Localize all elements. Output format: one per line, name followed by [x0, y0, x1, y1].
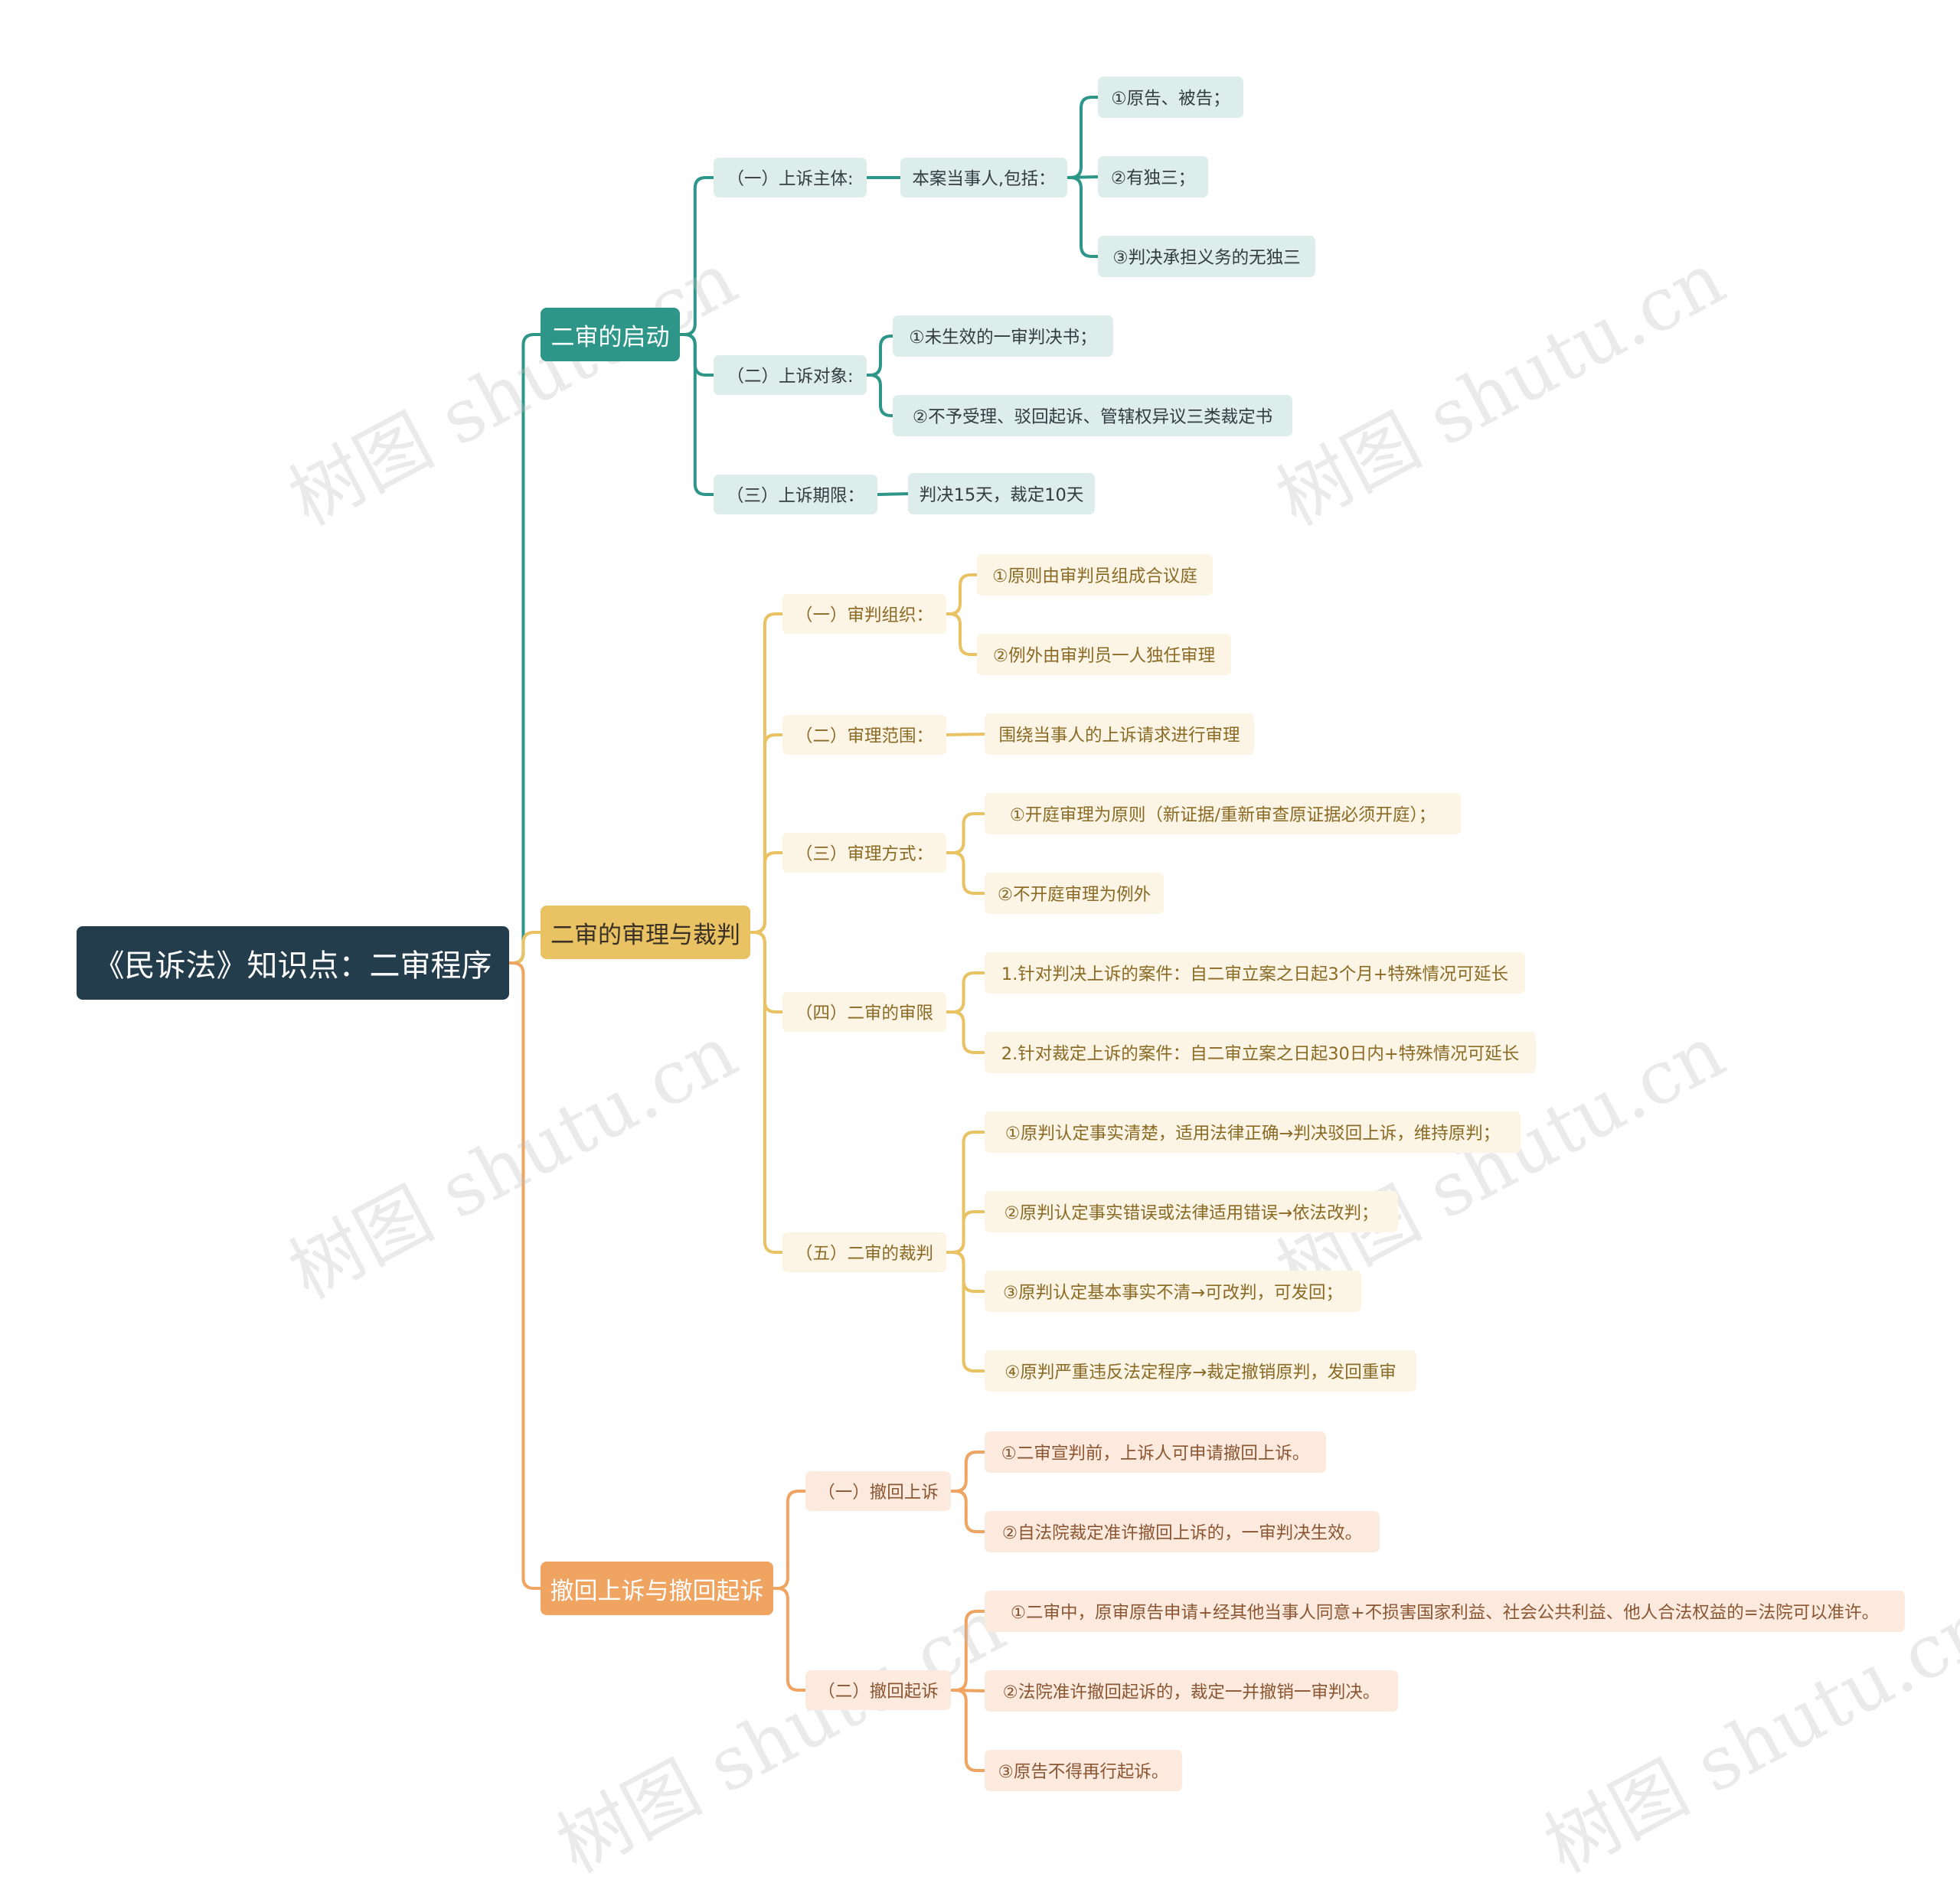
connector-line	[1067, 96, 1098, 179]
subtopic-appeal-period[interactable]: （三）上诉期限：	[714, 475, 877, 514]
leaf-open-trial[interactable]: ①开庭审理为原则（新证据/重新审查原证据必须开庭）；	[985, 793, 1461, 834]
connector-line	[867, 374, 893, 417]
connector-line	[946, 812, 985, 854]
leaf-sole-judge[interactable]: ②例外由审判员一人独任审理	[977, 634, 1231, 675]
leaf-liable-third[interactable]: ③判决承担义务的无独三	[1098, 236, 1315, 277]
connector-line	[773, 1490, 805, 1590]
leaf-first-instance-judgment[interactable]: ①未生效的一审判决书；	[893, 315, 1113, 357]
branch-topic-withdraw[interactable]: 撤回上诉与撤回起诉	[541, 1562, 773, 1615]
leaf-no-refiling[interactable]: ③原告不得再行起诉。	[985, 1750, 1182, 1791]
mind-map-canvas: 树图 shutu.cn 树图 shutu.cn 树图 shutu.cn 树图 s…	[77, 77, 1960, 1889]
connector-line	[680, 333, 714, 496]
connector-line	[951, 1451, 985, 1493]
subtopic-time-limit[interactable]: （四）二审的审限	[782, 992, 946, 1032]
connector-lines	[509, 96, 1099, 1772]
leaf-uphold-judgment[interactable]: ①原判认定事实清楚，适用法律正确→判决驳回上诉，维持原判；	[985, 1111, 1521, 1153]
branch-topic-start[interactable]: 二审的启动	[541, 308, 680, 361]
connector-line	[1067, 176, 1098, 258]
connector-line	[951, 1689, 985, 1772]
subtopic-judgment[interactable]: （五）二审的裁判	[782, 1232, 946, 1272]
leaf-first-judgment-effective[interactable]: ②自法院裁定准许撤回上诉的，一审判决生效。	[985, 1511, 1380, 1552]
connector-line	[951, 1490, 985, 1533]
connector-line	[509, 961, 541, 1590]
connector-line	[946, 1131, 985, 1254]
connector-line	[750, 931, 782, 1254]
leaf-plaintiff-defendant[interactable]: ①原告、被告；	[1098, 77, 1243, 118]
connector-line	[946, 971, 985, 1013]
leaf-no-open-trial[interactable]: ②不开庭审理为例外	[985, 873, 1164, 914]
subtopic-appeal-object[interactable]: （二）上诉对象:	[714, 355, 867, 395]
leaf-revise-judgment[interactable]: ②原判认定事实错误或法律适用错误→依法改判；	[985, 1191, 1398, 1232]
connector-line	[680, 333, 714, 377]
connector-line	[509, 333, 541, 964]
connector-line	[946, 1210, 985, 1254]
leaf-collegial-panel[interactable]: ①原则由审判员组成合议庭	[977, 554, 1213, 596]
leaf-appeal-days[interactable]: 判决15天，裁定10天	[908, 473, 1095, 514]
leaf-independent-third[interactable]: ②有独三；	[1098, 156, 1208, 197]
leaf-ruling-time-limit[interactable]: 2.针对裁定上诉的案件：自二审立案之日起30日内+特殊情况可延长	[985, 1032, 1536, 1073]
subtopic-parties[interactable]: 本案当事人,包括：	[900, 158, 1067, 197]
branch-topic-trial[interactable]: 二审的审理与裁判	[541, 906, 750, 959]
connector-line	[946, 612, 977, 656]
leaf-judgment-time-limit[interactable]: 1.针对判决上诉的案件：自二审立案之日起3个月+特殊情况可延长	[985, 952, 1525, 994]
leaf-remand-retrial[interactable]: ④原判严重违反法定程序→裁定撤销原判，发回重审	[985, 1350, 1416, 1392]
connector-line	[750, 851, 782, 934]
connector-line	[750, 931, 782, 1013]
subtopic-trial-method[interactable]: （三）审理方式：	[782, 833, 946, 873]
leaf-three-rulings[interactable]: ②不予受理、驳回起诉、管辖权异议三类裁定书	[893, 395, 1292, 436]
leaf-revise-or-remand[interactable]: ③原判认定基本事实不清→可改判，可发回；	[985, 1271, 1361, 1312]
subtopic-withdraw-appeal[interactable]: （一）撤回上诉	[805, 1471, 951, 1511]
connector-line	[946, 733, 985, 736]
subtopic-appeal-subject[interactable]: （一）上诉主体:	[714, 158, 867, 197]
subtopic-withdraw-suit[interactable]: （二）撤回起诉	[805, 1670, 951, 1710]
subtopic-trial-scope[interactable]: （二）审理范围：	[782, 715, 946, 755]
connector-line	[750, 612, 782, 934]
connector-line	[509, 931, 541, 964]
leaf-scope-appeal-request[interactable]: 围绕当事人的上诉请求进行审理	[985, 713, 1254, 755]
subtopic-trial-organization[interactable]: （一）审判组织：	[782, 594, 946, 634]
leaf-withdraw-conditions[interactable]: ①二审中，原审原告申请+经其他当事人同意+不损害国家利益、社会公共利益、他人合法…	[985, 1591, 1905, 1632]
connector-line	[773, 1587, 805, 1692]
leaf-withdraw-before-verdict[interactable]: ①二审宣判前，上诉人可申请撤回上诉。	[985, 1431, 1326, 1473]
connector-line	[946, 1251, 985, 1293]
connector-line	[946, 851, 985, 895]
connector-line	[867, 335, 893, 377]
leaf-revoke-first-judgment[interactable]: ②法院准许撤回起诉的，裁定一并撤销一审判决。	[985, 1670, 1398, 1712]
connector-line	[946, 573, 977, 615]
connector-line	[946, 1251, 985, 1372]
connector-line	[946, 1010, 985, 1054]
connector-line	[680, 176, 714, 336]
connector-line	[951, 1610, 985, 1692]
connector-line	[750, 733, 782, 934]
root-topic[interactable]: 《民诉法》知识点：二审程序	[77, 926, 509, 1000]
